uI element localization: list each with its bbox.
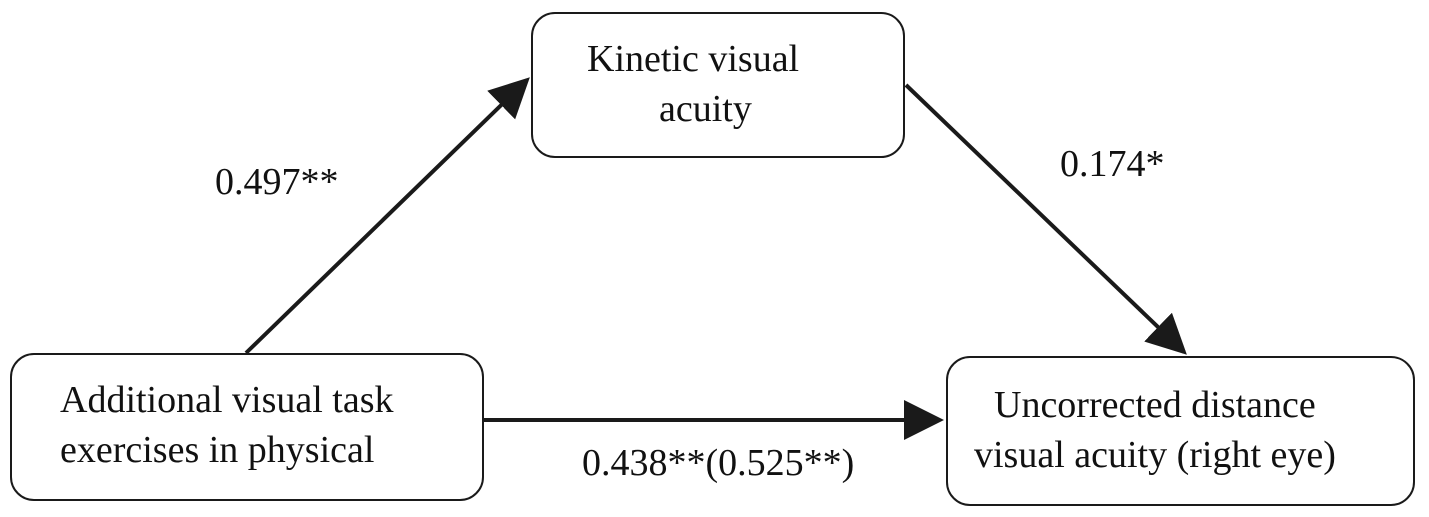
mediator-label-line-2: acuity [659,88,752,130]
outcome-node: Uncorrected distance visual acuity (righ… [946,356,1415,506]
outcome-label-line-2: visual acuity (right eye) [974,434,1336,476]
mediator-node: Kinetic visual acuity [531,12,905,158]
outcome-label-line-1: Uncorrected distance [994,384,1316,426]
coefficient-b-label: 0.174* [1060,143,1165,185]
arrow-mediator-to-outcome [904,83,1187,355]
predictor-node: Additional visual task exercises in phys… [10,353,484,501]
arrow-predictor-to-mediator [244,77,530,355]
predictor-label-line-2: exercises in physical [60,429,375,471]
coefficient-a-label: 0.497** [215,161,339,203]
predictor-label-line-1: Additional visual task [60,379,394,421]
coefficient-c-label: 0.438**(0.525**) [582,442,855,484]
mediator-label-line-1: Kinetic visual [587,38,800,80]
